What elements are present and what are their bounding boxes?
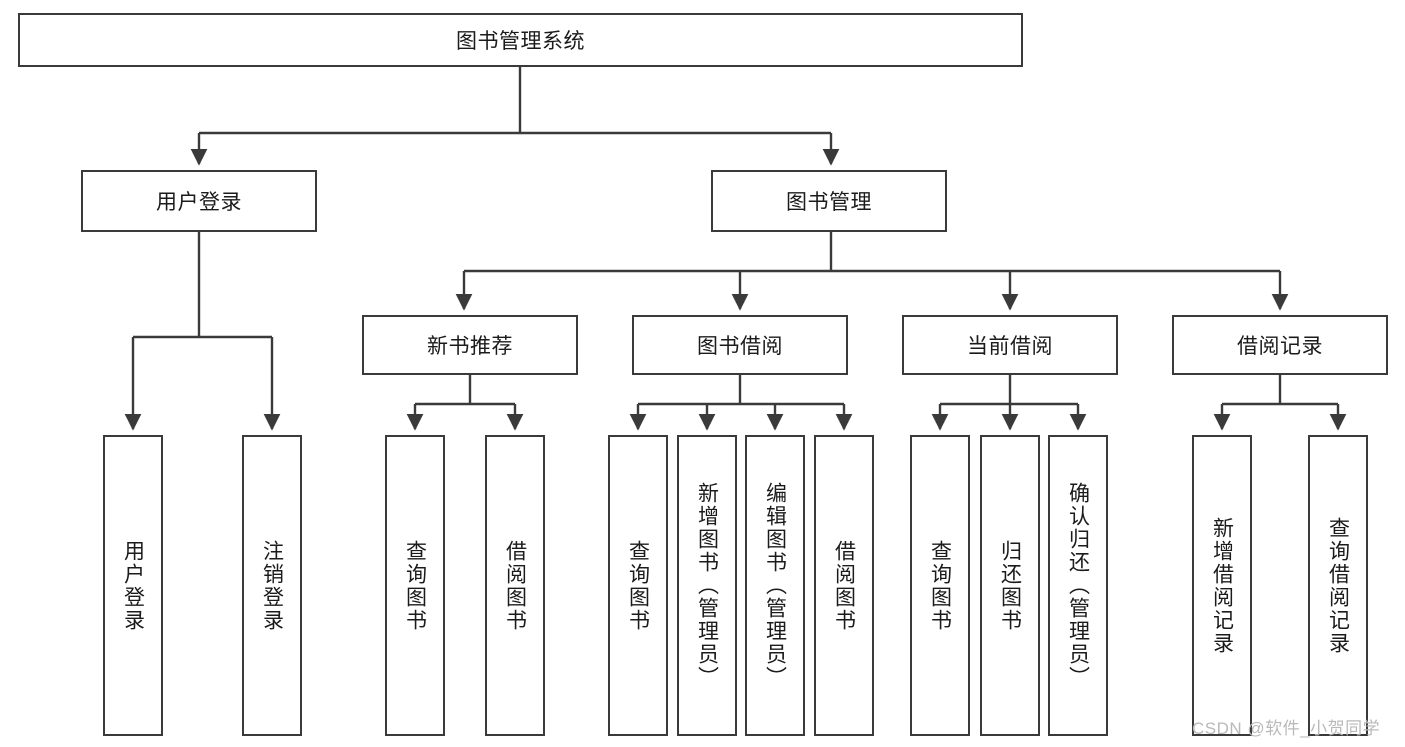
node-label: 注销登录 — [260, 539, 284, 632]
node-leaf-query-book-1[interactable]: 查询图书 — [385, 435, 445, 736]
node-leaf-borrow-book-2[interactable]: 借阅图书 — [814, 435, 874, 736]
node-book-management[interactable]: 图书管理 — [711, 170, 947, 232]
node-label: 归还图书 — [998, 539, 1022, 632]
node-label: 查询图书 — [928, 539, 952, 632]
node-leaf-query-book-2[interactable]: 查询图书 — [608, 435, 668, 736]
node-book-borrow[interactable]: 图书借阅 — [632, 315, 848, 375]
node-leaf-query-book-3[interactable]: 查询图书 — [910, 435, 970, 736]
node-label: 当前借阅 — [967, 335, 1053, 358]
node-label: 图书借阅 — [697, 335, 783, 358]
node-label: 查询图书 — [626, 539, 650, 632]
node-leaf-query-record[interactable]: 查询借阅记录 — [1308, 435, 1368, 736]
node-borrow-record[interactable]: 借阅记录 — [1172, 315, 1388, 375]
node-label: 编辑图书（管理员） — [763, 482, 787, 689]
node-label: 新增借阅记录 — [1210, 516, 1234, 655]
node-new-book-recommend[interactable]: 新书推荐 — [362, 315, 578, 375]
node-leaf-confirm-return[interactable]: 确认归还（管理员） — [1048, 435, 1108, 736]
node-label: 用户登录 — [156, 191, 242, 214]
node-leaf-user-login[interactable]: 用户登录 — [103, 435, 163, 736]
node-leaf-edit-book[interactable]: 编辑图书（管理员） — [745, 435, 805, 736]
watermark: CSDN @软件_小贺同学 — [1192, 719, 1381, 738]
node-label: 图书管理 — [786, 191, 872, 214]
node-label: 借阅图书 — [503, 539, 527, 632]
node-leaf-borrow-book-1[interactable]: 借阅图书 — [485, 435, 545, 736]
node-label: 查询图书 — [403, 539, 427, 632]
node-leaf-logout[interactable]: 注销登录 — [242, 435, 302, 736]
node-leaf-add-book[interactable]: 新增图书（管理员） — [677, 435, 737, 736]
node-current-borrow[interactable]: 当前借阅 — [902, 315, 1118, 375]
node-book-management-system[interactable]: 图书管理系统 — [18, 13, 1023, 67]
node-label: 新增图书（管理员） — [695, 482, 719, 689]
node-label: 用户登录 — [121, 539, 145, 632]
node-user-login[interactable]: 用户登录 — [81, 170, 317, 232]
node-label: 查询借阅记录 — [1326, 516, 1350, 655]
node-label: 借阅记录 — [1237, 335, 1323, 358]
node-label: 图书管理系统 — [456, 30, 585, 53]
node-label: 新书推荐 — [427, 335, 513, 358]
node-leaf-return-book[interactable]: 归还图书 — [980, 435, 1040, 736]
node-leaf-add-record[interactable]: 新增借阅记录 — [1192, 435, 1252, 736]
node-label: 确认归还（管理员） — [1066, 482, 1090, 689]
node-label: 借阅图书 — [832, 539, 856, 632]
